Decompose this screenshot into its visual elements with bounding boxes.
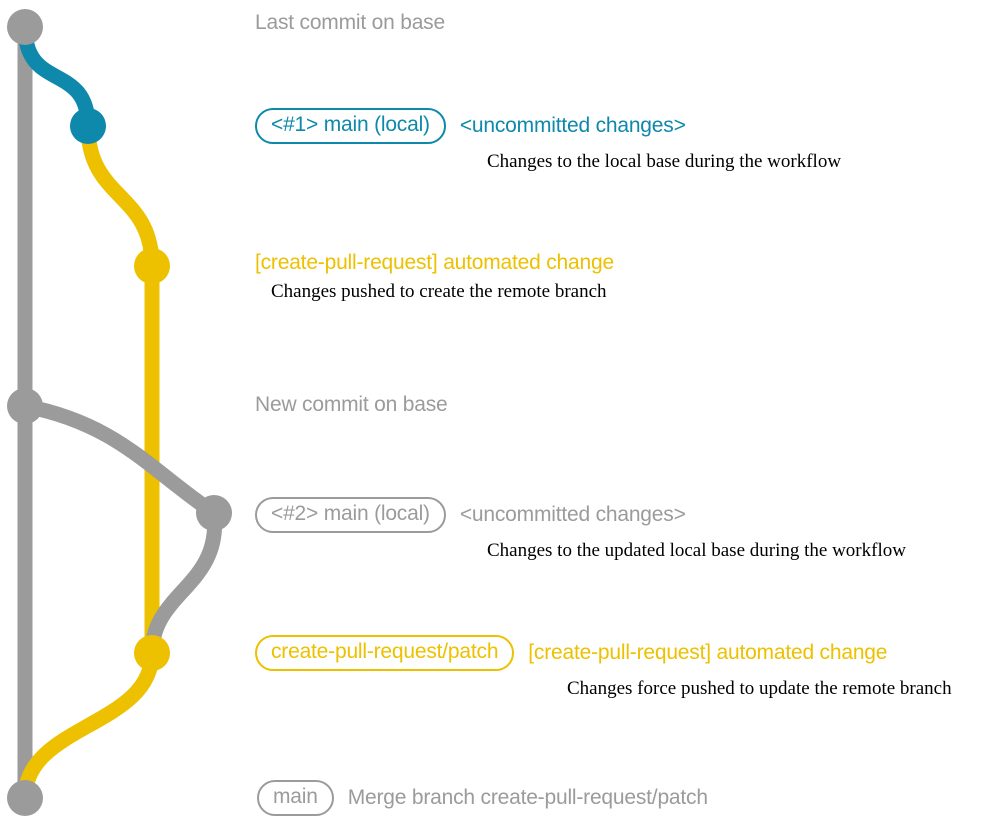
commit-subject: [create-pull-request] automated change (255, 251, 614, 274)
node-automated-change-1[interactable] (134, 248, 170, 284)
entry-row: Last commit on base (255, 11, 445, 34)
entry-row: create-pull-request/patch [create-pull-r… (255, 635, 952, 672)
edge-local-1-to-patch-1 (80, 118, 160, 274)
branch-pill-main-local-1[interactable]: <#1> main (local) (255, 108, 446, 145)
node-new-commit-on-base[interactable] (7, 388, 43, 424)
commit-entry-new-commit-on-base: New commit on base (255, 393, 448, 416)
commit-entry-last-commit-on-base: Last commit on base (255, 11, 445, 34)
entry-row: <#1> main (local) <uncommitted changes> (255, 108, 841, 145)
commit-note: Changes pushed to create the remote bran… (271, 281, 607, 303)
commit-subject: Merge branch create-pull-request/patch (347, 786, 708, 809)
node-last-commit-on-base[interactable] (7, 9, 43, 45)
commit-entry-automated-change-2: create-pull-request/patch [create-pull-r… (255, 635, 952, 700)
commit-entry-local-change-1: <#1> main (local) <uncommitted changes> … (255, 108, 841, 173)
commit-subject: New commit on base (255, 393, 448, 416)
commit-entry-merge-commit: main Merge branch create-pull-request/pa… (257, 780, 708, 817)
node-local-uncommitted-2[interactable] (196, 495, 232, 531)
branch-pill-main-local-2[interactable]: <#2> main (local) (255, 497, 446, 534)
edge-local-2-to-patch-2 (144, 505, 223, 661)
commit-subject: <uncommitted changes> (459, 503, 686, 526)
commit-subject: [create-pull-request] automated change (528, 641, 888, 664)
entry-row: New commit on base (255, 393, 448, 416)
node-automated-change-2[interactable] (134, 635, 170, 671)
commit-note: Changes to the local base during the wor… (487, 151, 842, 173)
commit-subject: <uncommitted changes> (459, 114, 686, 137)
entry-row: [create-pull-request] automated change (255, 251, 614, 274)
commit-note: Changes to the updated local base during… (487, 540, 906, 562)
edge-patch-2-to-merge (17, 645, 160, 806)
commit-note: Changes force pushed to update the remot… (567, 678, 952, 700)
branch-pill-create-pull-request-patch[interactable]: create-pull-request/patch (255, 635, 515, 672)
entry-row: main Merge branch create-pull-request/pa… (257, 780, 708, 817)
entry-row: <#2> main (local) <uncommitted changes> (255, 497, 906, 534)
commit-entry-local-change-2: <#2> main (local) <uncommitted changes> … (255, 497, 906, 562)
edge-base-to-local-1 (17, 19, 96, 134)
branch-pill-main[interactable]: main (257, 780, 334, 817)
node-local-uncommitted-1[interactable] (70, 108, 106, 144)
commit-entry-automated-change-1: [create-pull-request] automated change C… (255, 251, 614, 303)
node-merge-commit[interactable] (7, 780, 43, 816)
edge-base-to-local-2 (17, 398, 222, 521)
commit-subject: Last commit on base (255, 11, 445, 34)
